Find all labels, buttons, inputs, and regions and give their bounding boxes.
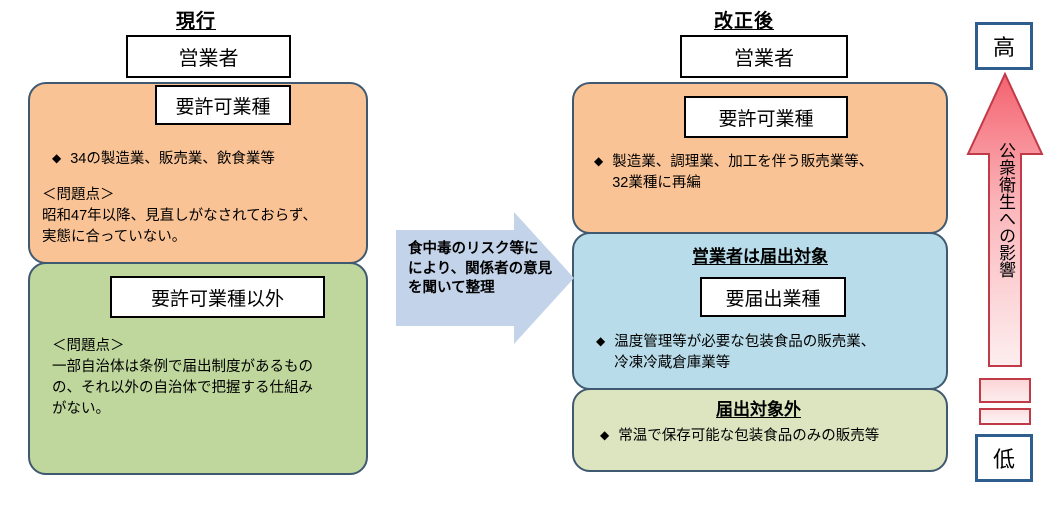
left-licence-bullet-text: 34の製造業、販売業、飲食業等 xyxy=(70,151,275,167)
diamond-bullet-icon: ◆ xyxy=(594,154,604,168)
heading-current: 現行 xyxy=(176,11,217,32)
right-exempt-bullet: ◆ 常温で保存可能な包装食品のみの販売等 xyxy=(600,426,940,447)
scale-axis-label: 公衆衛生への影響 xyxy=(996,142,1015,278)
right-licence-bullet-text: 製造業、調理業、加工を伴う販売業等、 32業種に再編 xyxy=(612,154,874,192)
left-licence-bullet: ◆ 34の製造業、販売業、飲食業等 xyxy=(52,149,352,170)
right-exempt-bullet-text: 常温で保存可能な包装食品のみの販売等 xyxy=(618,428,880,444)
right-exempt-panel xyxy=(572,388,948,472)
right-exempt-heading: 届出対象外 xyxy=(716,400,801,419)
right-notification-box: 要届出業種 xyxy=(700,277,846,317)
scale-low-label: 低 xyxy=(975,434,1033,482)
diamond-bullet-icon: ◆ xyxy=(596,334,606,348)
right-licence-box: 要許可業種 xyxy=(684,96,848,138)
scale-tick-upper xyxy=(979,378,1031,403)
scale-tick-lower xyxy=(979,408,1031,425)
heading-revised: 改正後 xyxy=(714,11,775,32)
right-notification-heading: 営業者は届出対象 xyxy=(692,247,828,266)
diamond-bullet-icon: ◆ xyxy=(52,151,62,165)
process-arrow-icon xyxy=(396,212,574,344)
left-licence-box: 要許可業種 xyxy=(155,85,291,125)
left-operator-box: 営業者 xyxy=(126,35,291,78)
scale-high-label: 高 xyxy=(975,22,1033,70)
right-licence-bullet: ◆ 製造業、調理業、加工を伴う販売業等、 32業種に再編 xyxy=(594,152,944,194)
right-operator-box: 営業者 xyxy=(680,35,848,78)
left-licence-issue-text: ＜問題点＞ 昭和47年以降、見直しがなされておらず、 実態に合っていない。 xyxy=(42,187,317,246)
left-non-licence-issue-text: ＜問題点＞ 一部自治体は条例で届出制度があるもの の、それ以外の自治体で把握する… xyxy=(52,338,313,418)
right-notification-bullet-text: 温度管理等が必要な包装食品の販売業、 冷凍冷蔵倉庫業等 xyxy=(614,334,876,372)
process-arrow-label: 食中毒のリスク等に により、関係者の意見 を聞いて整理 xyxy=(408,241,553,297)
diamond-bullet-icon: ◆ xyxy=(600,428,610,442)
public-health-impact-arrow-icon xyxy=(966,72,1044,367)
left-non-licence-box: 要許可業種以外 xyxy=(110,276,325,318)
right-notification-bullet: ◆ 温度管理等が必要な包装食品の販売業、 冷凍冷蔵倉庫業等 xyxy=(596,332,946,374)
